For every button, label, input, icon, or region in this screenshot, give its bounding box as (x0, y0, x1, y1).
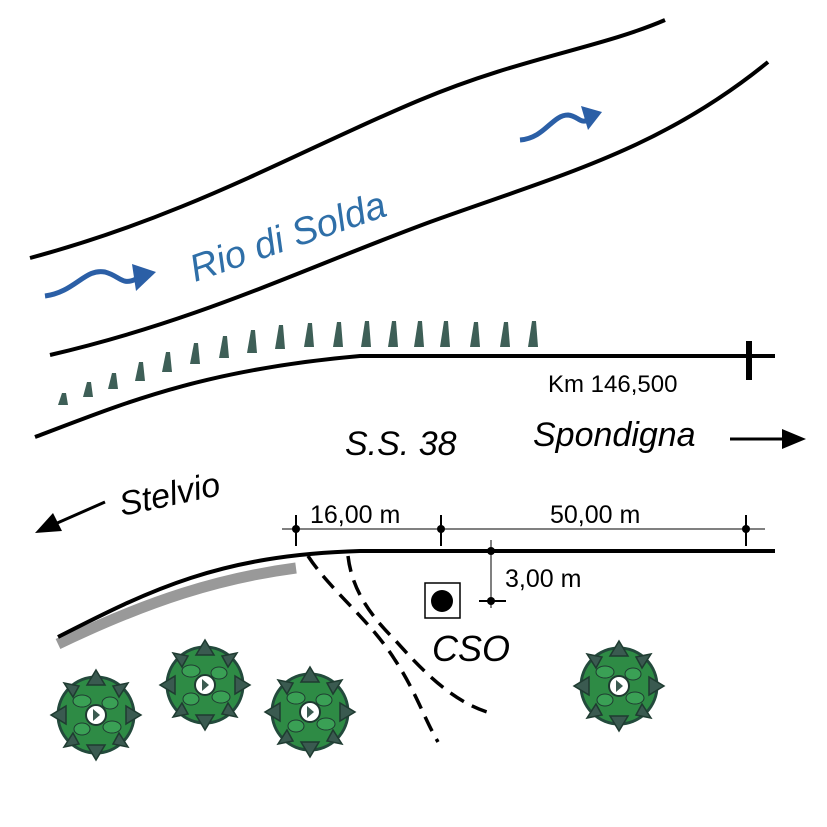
embankment-mark (440, 321, 450, 347)
embankment-mark (135, 362, 145, 381)
arrow-icon (35, 513, 62, 533)
river-bank-north (29, 18, 666, 260)
dimension-label-a: 16,00 m (310, 501, 400, 529)
road-label: S.S. 38 (345, 425, 457, 463)
embankment-mark (528, 321, 538, 347)
guardrail (55, 562, 297, 649)
arrow-west-shaft (54, 500, 106, 526)
km-marker-label: Km 146,500 (548, 371, 677, 398)
tree-icon (158, 638, 252, 732)
embankment-mark (247, 330, 257, 353)
embankment-mark (333, 322, 343, 347)
embankment-mark (304, 323, 314, 347)
flow-arrow-east (519, 112, 590, 143)
direction-label-west: Stelvio (116, 465, 224, 523)
embankment-mark (58, 393, 68, 405)
embankment-mark (500, 322, 510, 347)
embankment-mark (108, 373, 118, 389)
embankment-mark (388, 321, 398, 347)
road-edge-north (34, 354, 775, 439)
dimension-dot (487, 597, 495, 605)
embankment-mark (414, 321, 424, 347)
track-dashed-west (306, 555, 440, 743)
station-marker-dot (431, 590, 453, 612)
embankment-mark (219, 336, 229, 358)
dimension-dot (487, 547, 495, 555)
flow-arrow-west-head (132, 264, 156, 291)
tree-icon (572, 639, 666, 733)
arrow-icon (782, 429, 806, 449)
dimension-label-b: 50,00 m (550, 501, 640, 529)
embankment-mark (190, 343, 200, 364)
embankment-mark (83, 382, 93, 397)
embankment-mark (275, 325, 285, 349)
river-label: Rio di Solda (184, 184, 391, 290)
dimension-dot (292, 525, 300, 533)
road-edge-south (57, 549, 775, 639)
flow-arrow-west (44, 269, 138, 299)
embankment-mark (470, 322, 480, 347)
tree-icon (263, 665, 357, 759)
tree-icon (49, 668, 143, 762)
embankment-mark (162, 352, 172, 372)
embankment-marks (58, 321, 538, 405)
dimension-dot (742, 525, 750, 533)
river-bank-south (49, 60, 770, 357)
flow-arrow-east-head (581, 106, 602, 130)
embankment-mark (361, 321, 371, 347)
dimension-label-c: 3,00 m (505, 565, 581, 593)
track-dashed-east (346, 555, 488, 714)
station-label: CSO (432, 628, 510, 669)
direction-label-east: Spondigna (533, 416, 696, 454)
dimension-dot (437, 525, 445, 533)
